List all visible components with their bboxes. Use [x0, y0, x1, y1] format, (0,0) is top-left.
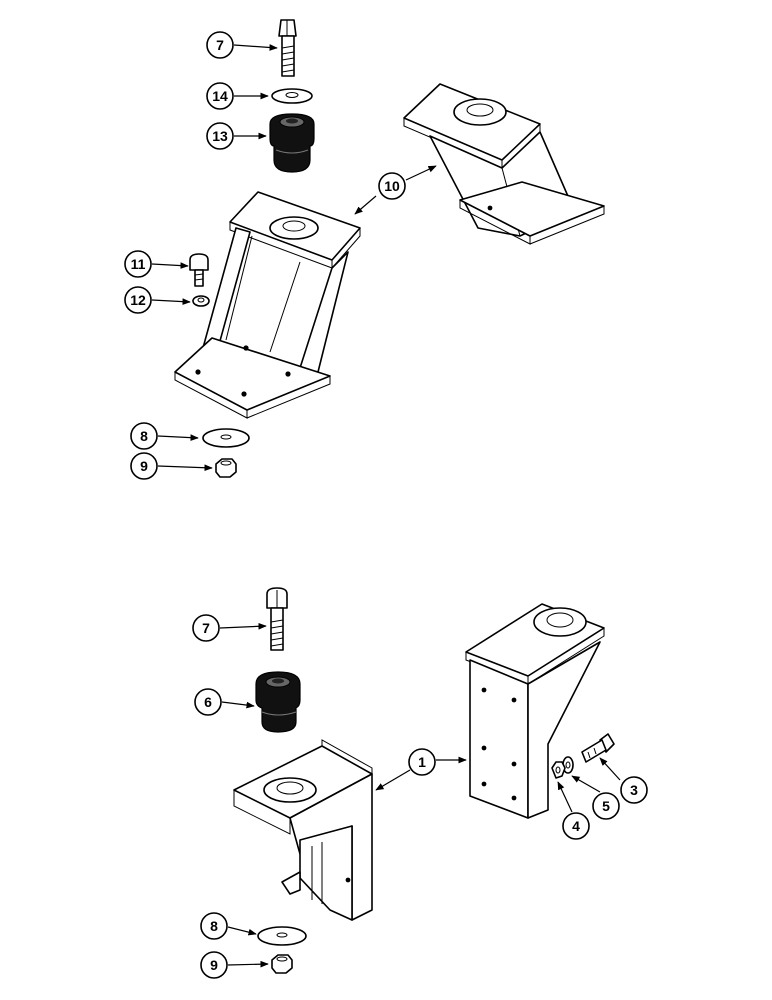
callout-7-upper-label: 7 [216, 37, 224, 53]
callout-9-lower: 9 [200, 951, 228, 979]
callout-6: 6 [194, 688, 222, 716]
bolt-3 [581, 733, 615, 763]
callout-12: 12 [124, 286, 152, 314]
callout-3-label: 3 [630, 782, 638, 798]
bracket-1-right [465, 603, 605, 819]
bolt-11 [189, 253, 209, 287]
callout-11: 11 [124, 250, 152, 278]
callout-9-upper: 9 [130, 452, 158, 480]
washer-14 [271, 88, 313, 104]
callout-8-upper: 8 [130, 422, 158, 450]
callout-9-upper-label: 9 [140, 458, 148, 474]
callout-6-label: 6 [204, 694, 212, 710]
callout-1: 1 [408, 748, 436, 776]
callout-11-label: 11 [131, 256, 146, 272]
callout-10: 10 [378, 172, 406, 200]
callout-14: 14 [206, 82, 234, 110]
nut-9-lower [271, 954, 293, 974]
callout-8-upper-label: 8 [140, 428, 148, 444]
callout-4-label: 4 [572, 818, 580, 834]
rubber-mount-13 [269, 113, 315, 173]
callout-13: 13 [206, 122, 234, 150]
bracket-1-left [233, 739, 373, 921]
nut-4 [551, 761, 566, 779]
callout-8-lower: 8 [200, 912, 228, 940]
callout-13-label: 13 [212, 128, 228, 144]
callout-9-lower-label: 9 [210, 957, 218, 973]
washer-8-lower [257, 926, 307, 946]
callout-5: 5 [592, 792, 620, 820]
rubber-mount-6 [255, 671, 301, 733]
bracket-10-rear [403, 83, 605, 245]
bolt-7-upper [278, 19, 297, 77]
lock-washer-5 [562, 756, 574, 774]
callout-8-lower-label: 8 [210, 918, 218, 934]
nut-9-upper [215, 458, 237, 478]
callout-7-upper: 7 [206, 31, 234, 59]
callout-3: 3 [620, 776, 648, 804]
callout-5-label: 5 [602, 798, 610, 814]
callout-14-label: 14 [212, 88, 228, 104]
bolt-7-lower [266, 587, 288, 651]
lock-washer-12 [192, 295, 210, 307]
callout-1-label: 1 [418, 754, 426, 770]
bracket-10-front [174, 191, 361, 419]
callout-12-label: 12 [130, 292, 146, 308]
washer-8-upper [202, 428, 250, 448]
leader-lines [151, 44, 621, 968]
callout-7-lower: 7 [192, 614, 220, 642]
callout-4: 4 [562, 812, 590, 840]
callout-7-lower-label: 7 [202, 620, 210, 636]
callout-10-label: 10 [384, 178, 400, 194]
